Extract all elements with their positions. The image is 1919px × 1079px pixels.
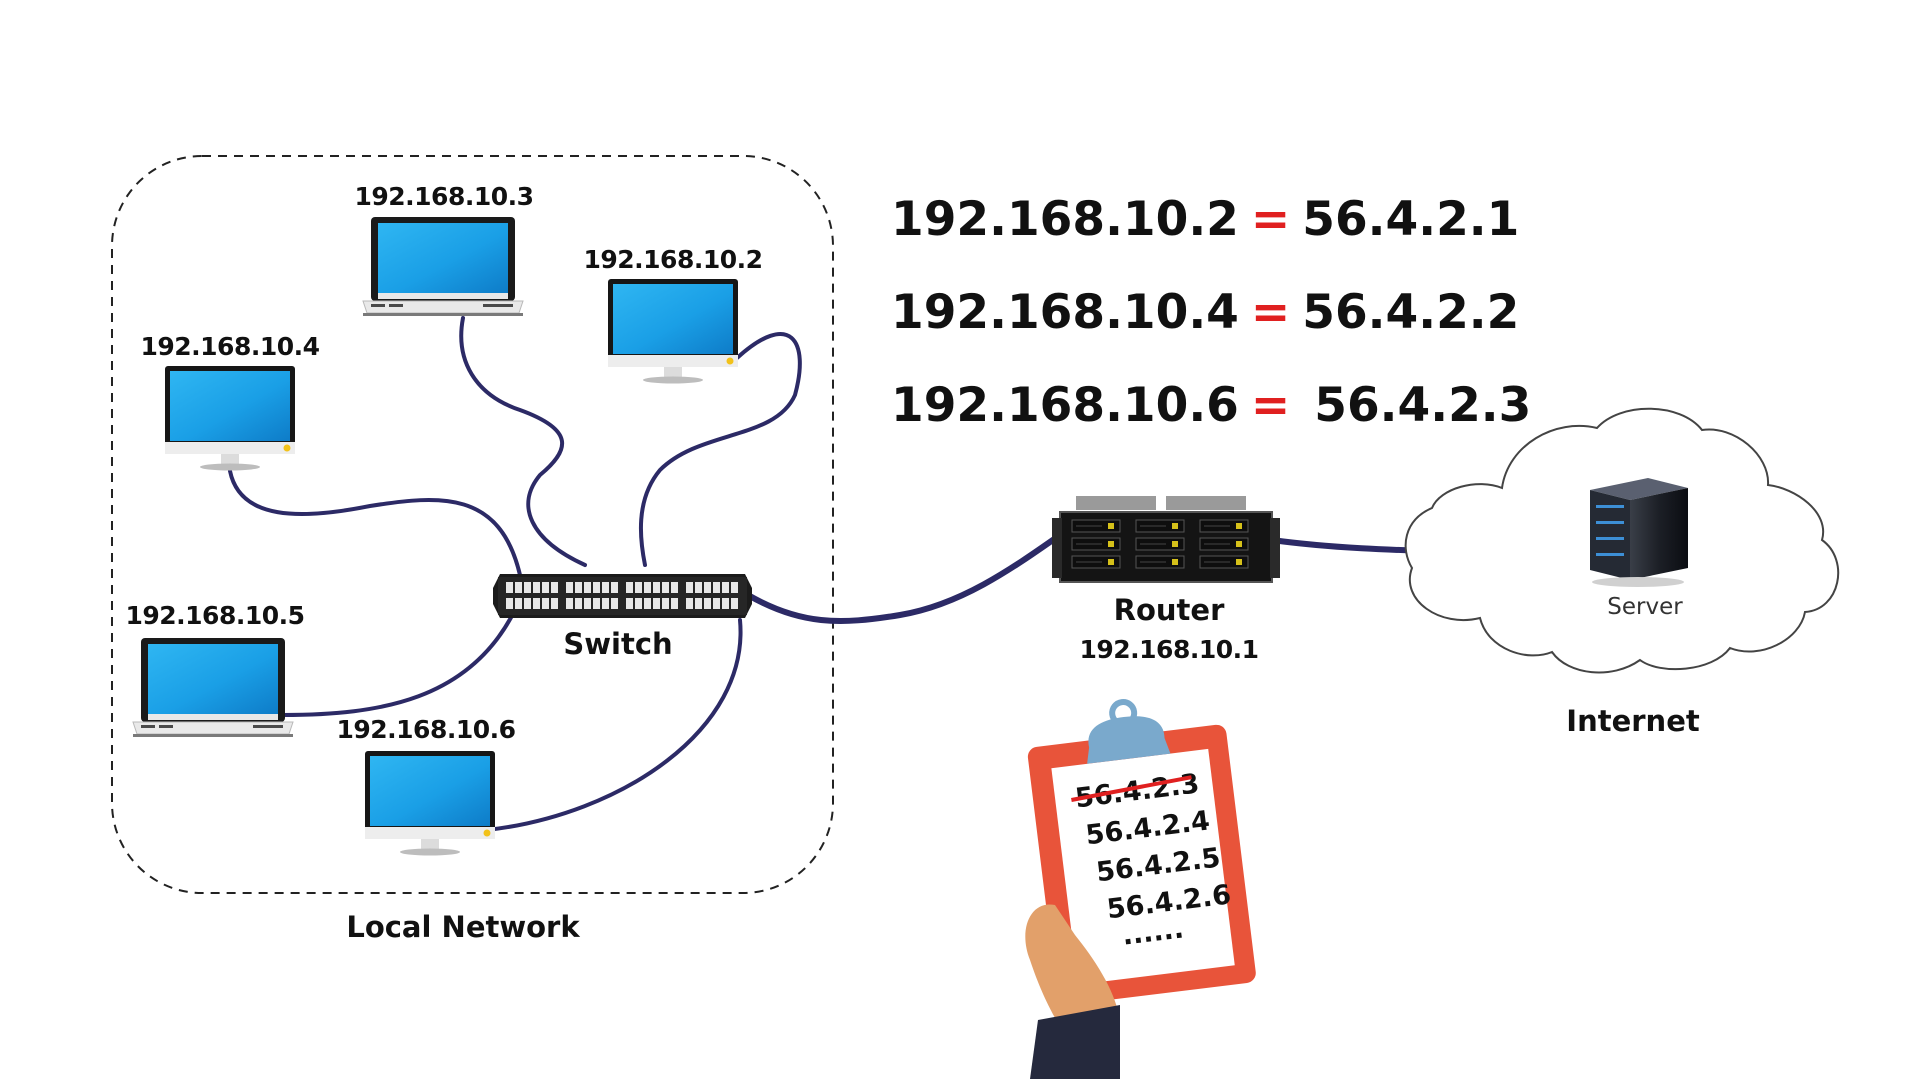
switch-port [731,582,738,593]
switch-port [602,598,609,609]
switch-port [506,582,513,593]
nat-mapping-row: 192.168.10.4=56.4.2.2 [891,289,1519,336]
nat-mapping-row: 192.168.10.6=56.4.2.3 [891,382,1531,429]
clipboard-icon: 56.4.2.3 56.4.2.4 56.4.2.5 56.4.2.6 ....… [1027,699,1256,1005]
nat-public-ip: 56.4.2.2 [1302,285,1520,340]
switch-port [704,582,711,593]
switch-port [602,582,609,593]
switch-port [731,598,738,609]
host-ip-label: 192.168.10.4 [140,332,320,361]
host-192-168-10-3 [362,216,524,317]
switch-port [542,598,549,609]
nat-public-ip: 56.4.2.3 [1314,378,1532,433]
switch-port [644,598,651,609]
host-ip-label: 192.168.10.6 [336,715,516,744]
router-label: Router [1113,593,1225,627]
switch-port [611,582,618,593]
host-192-168-10-2 [608,279,738,384]
switch-port [713,598,720,609]
switch-port [686,582,693,593]
cable-host-5 [281,608,517,717]
switch-port [506,598,513,609]
switch-port [653,598,660,609]
cable-host-2 [638,332,802,567]
switch-port [695,598,702,609]
nat-equals-sign: = [1250,285,1291,340]
switch-port [575,598,582,609]
router-ip-label: 192.168.10.1 [1079,635,1259,664]
switch-port [653,582,660,593]
nat-equals-sign: = [1250,378,1291,433]
switch-port [671,582,678,593]
switch-port [584,598,591,609]
switch-port [671,598,678,609]
switch-port [635,582,642,593]
router-icon [1052,496,1280,583]
nat-private-ip: 192.168.10.4 [891,285,1239,340]
switch-port [722,582,729,593]
switch-port [626,598,633,609]
switch-port [593,582,600,593]
switch-port [662,598,669,609]
host-ip-label: 192.168.10.3 [354,182,534,211]
local-network-boundary [111,155,834,894]
switch-port [593,598,600,609]
switch-port [662,582,669,593]
switch-port [551,598,558,609]
nat-private-ip: 192.168.10.6 [891,378,1239,433]
local-network-label: Local Network [346,910,580,944]
switch-port [542,582,549,593]
host-ip-label: 192.168.10.2 [583,245,763,274]
clipboard-more: ...... [1120,913,1185,951]
switch-port [704,598,711,609]
internet-label: Internet [1566,704,1700,738]
switch-port [566,582,573,593]
switch-port [713,582,720,593]
host-ip-label: 192.168.10.5 [125,601,305,630]
nat-private-ip: 192.168.10.2 [891,192,1239,247]
cable-host-3 [459,316,587,567]
host-192-168-10-6 [365,751,495,856]
switch-port [533,582,540,593]
switch-port [584,582,591,593]
host-192-168-10-4 [165,366,295,471]
switch-icon [493,574,752,618]
hand-icon [1025,904,1120,1079]
server-label: Server [1607,594,1683,620]
switch-port [611,598,618,609]
cable-host-4 [228,469,522,577]
nat-mapping-row: 192.168.10.2=56.4.2.1 [891,196,1519,243]
switch-port [515,598,522,609]
switch-port [524,582,531,593]
server-icon [1590,478,1688,587]
switch-port [626,582,633,593]
switch-port [551,582,558,593]
switch-port [566,598,573,609]
switch-label: Switch [563,627,673,661]
switch-port [695,582,702,593]
switch-port [524,598,531,609]
cable-switch-router [745,532,1063,624]
network-cables [228,316,1618,832]
switch-port [533,598,540,609]
nat-public-ip: 56.4.2.1 [1302,192,1520,247]
host-192-168-10-5 [132,637,294,738]
switch-port [575,582,582,593]
nat-equals-sign: = [1250,192,1291,247]
switch-port [686,598,693,609]
switch-port [635,598,642,609]
switch-port [515,582,522,593]
switch-port [722,598,729,609]
cable-host-6 [485,618,743,832]
switch-port [644,582,651,593]
